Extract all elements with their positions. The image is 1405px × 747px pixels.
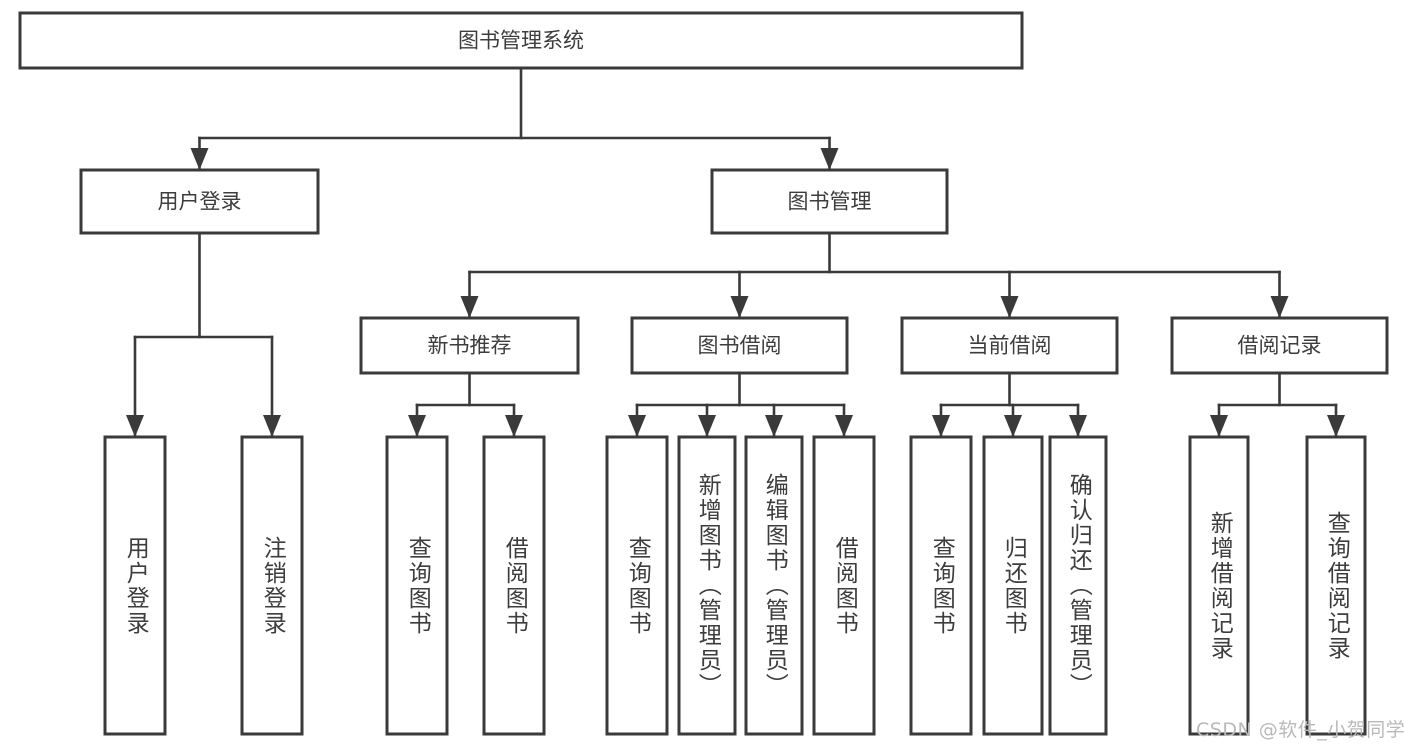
arrow-head-icon — [190, 148, 209, 170]
node-leaf-2[interactable] — [385, 435, 449, 736]
arrow-head-icon — [932, 415, 950, 437]
arrow-head-icon — [1000, 296, 1019, 318]
arrow-head-icon — [1004, 415, 1022, 437]
node-leaf-3[interactable] — [482, 435, 546, 736]
node-level3-3[interactable] — [1170, 316, 1389, 375]
node-leaf-1[interactable] — [240, 435, 304, 736]
arrow-head-icon — [126, 415, 144, 437]
arrow-head-icon — [628, 415, 646, 437]
node-leaf-8[interactable] — [909, 435, 973, 736]
arrow-head-icon — [505, 415, 523, 437]
node-level3-2[interactable] — [900, 316, 1119, 375]
node-level2-0[interactable] — [79, 168, 320, 235]
connector-layer — [126, 66, 1345, 438]
arrow-head-icon — [820, 148, 839, 170]
node-leaf-10[interactable] — [1048, 435, 1108, 736]
arrow-head-icon — [765, 415, 783, 437]
node-leaf-6[interactable] — [744, 435, 804, 736]
arrow-head-icon — [1210, 415, 1228, 437]
arrow-head-icon — [698, 415, 716, 437]
node-label: 图书借阅 — [698, 334, 782, 358]
node-label: 新书推荐 — [428, 334, 512, 358]
box-layer — [18, 11, 1389, 736]
node-label: 当前借阅 — [968, 334, 1052, 358]
arrow-head-icon — [730, 296, 749, 318]
arrow-head-icon — [835, 415, 853, 437]
node-leaf-5[interactable] — [677, 435, 737, 736]
arrow-head-icon — [1069, 415, 1087, 437]
csdn-watermark: CSDN @软件_小贺同学 — [1196, 719, 1405, 741]
node-label: 借阅记录 — [1238, 334, 1322, 358]
node-level2-1[interactable] — [710, 168, 949, 235]
node-leaf-0[interactable] — [103, 435, 167, 736]
node-level3-0[interactable] — [359, 316, 580, 375]
arrow-head-icon — [1327, 415, 1345, 437]
arrow-head-icon — [460, 296, 479, 318]
node-level3-1[interactable] — [630, 316, 849, 375]
node-leaf-4[interactable] — [605, 435, 669, 736]
node-leaf-12[interactable] — [1305, 435, 1367, 736]
arrow-head-icon — [408, 415, 426, 437]
node-leaf-11[interactable] — [1188, 435, 1250, 736]
node-leaf-7[interactable] — [812, 435, 876, 736]
node-root[interactable] — [18, 11, 1024, 70]
node-label: 用户登录 — [158, 190, 242, 214]
arrow-head-icon — [1270, 296, 1289, 318]
node-label: 图书管理系统 — [458, 29, 584, 53]
node-label: 图书管理 — [788, 190, 872, 214]
node-leaf-9[interactable] — [982, 435, 1044, 736]
arrow-head-icon — [263, 415, 281, 437]
